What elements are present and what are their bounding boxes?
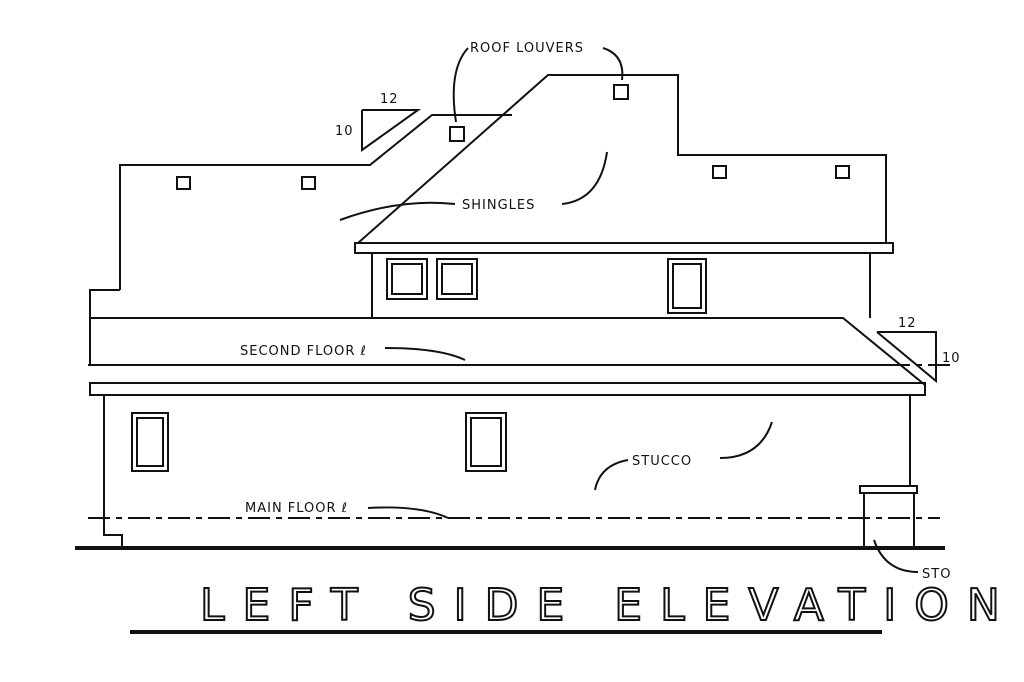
drawing-title: LEFT SIDE ELEVATION — [200, 580, 1018, 631]
pitch-run: 12 — [380, 92, 399, 107]
label-roof-louvers: ROOF LOUVERS — [470, 41, 584, 56]
annotations: ROOF LOUVERS SHINGLES SECOND FLOOR ℓ STU… — [240, 41, 951, 582]
label-second-floor: SECOND FLOOR ℓ — [240, 344, 367, 359]
pitch-symbol-upper: 12 10 — [335, 92, 422, 152]
second-floor-wall — [371, 253, 871, 318]
label-stucco: STUCCO — [632, 454, 692, 469]
pitch-rise: 10 — [335, 124, 354, 139]
upper-roof — [89, 74, 894, 365]
pitch-run: 12 — [898, 316, 917, 331]
label-stoop: STO — [922, 567, 951, 582]
label-main-floor: MAIN FLOOR ℓ — [245, 501, 348, 516]
pitch-rise: 10 — [942, 351, 961, 366]
stoop — [859, 485, 918, 548]
roof-louvers — [176, 84, 850, 190]
lower-roof — [89, 317, 926, 396]
main-floor-wall — [103, 395, 911, 548]
leader-arrows — [339, 47, 919, 573]
label-shingles: SHINGLES — [462, 198, 535, 213]
pitch-symbol-lower: 12 10 — [876, 316, 961, 384]
